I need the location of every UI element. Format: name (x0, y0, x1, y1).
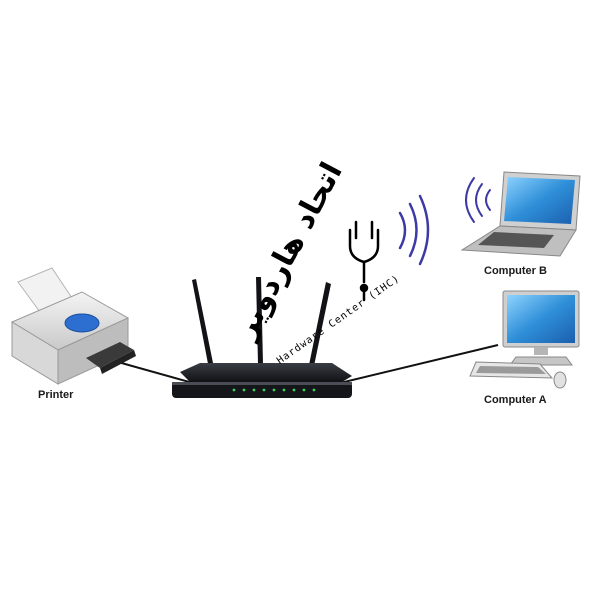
router-leds (232, 388, 316, 392)
router-antenna-middle (256, 277, 263, 364)
cable-computer-a-router (339, 344, 499, 384)
computer-b-label: Computer B (484, 265, 547, 277)
printer-icon (10, 267, 136, 385)
cables (117, 344, 499, 386)
router-antenna-left (192, 279, 214, 369)
watermark-latin-text: Hardware Center (IHC) (275, 273, 402, 367)
router-icon (172, 277, 352, 398)
computer-a-label: Computer A (484, 394, 547, 406)
cable-printer-router (117, 361, 201, 386)
laptop-wifi-waves-icon (465, 177, 491, 223)
desktop-computer-icon (469, 290, 580, 389)
wifi-waves-icon (398, 194, 430, 266)
mouse-icon (553, 371, 567, 389)
router-antenna-right (309, 282, 331, 366)
printer-label: Printer (38, 389, 74, 401)
wrench-plug-logo-icon (348, 220, 380, 302)
laptop-icon (460, 171, 581, 257)
